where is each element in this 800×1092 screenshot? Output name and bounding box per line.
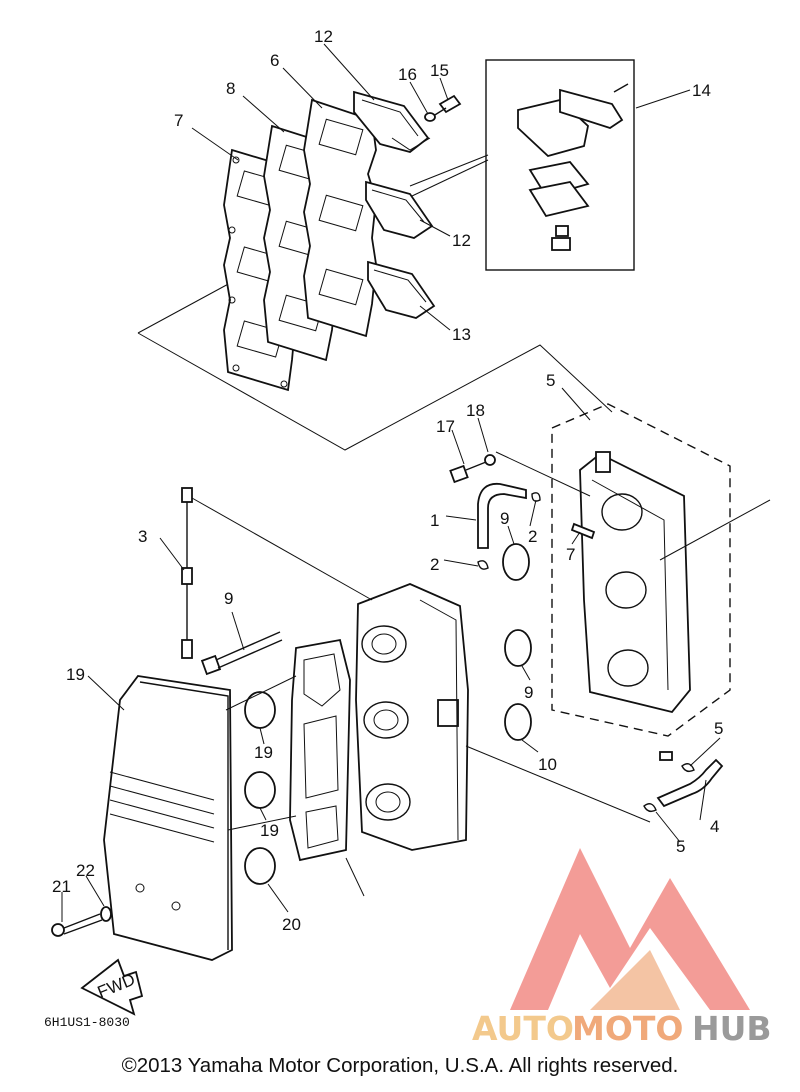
callout-19: 20	[282, 915, 301, 934]
callout-9: 9	[524, 683, 533, 702]
clip-5-lower	[643, 803, 657, 813]
callout-6: 5	[546, 371, 555, 390]
fitting-5	[659, 751, 673, 761]
washer-17	[484, 454, 496, 466]
bolt-8	[200, 631, 283, 676]
screw-20	[51, 913, 103, 937]
callout-20: 21	[52, 877, 71, 896]
callout-7: 7	[566, 545, 575, 564]
callout-12: 12	[452, 231, 471, 250]
link-rod-3	[181, 487, 373, 659]
gasket-9-c	[504, 703, 532, 741]
gasket-10-rear	[303, 98, 377, 338]
gasket-22	[289, 638, 351, 862]
callout-2: 2	[430, 555, 439, 574]
callout-labels: 12 6 8 7 16 15 14 12 13 5 17 18 1 2 2 7 …	[52, 27, 723, 934]
callout-10: 7	[174, 111, 183, 130]
callout-19: 19	[254, 743, 273, 762]
drawing-code: 6H1US1-8030	[44, 1015, 130, 1030]
watermark-moto: MOTO	[572, 1009, 683, 1048]
callout-21: 22	[76, 861, 95, 880]
callout-11: 8	[226, 79, 235, 98]
leader-16-17	[495, 451, 591, 497]
callout-16: 17	[436, 417, 455, 436]
callout-12: 13	[452, 325, 471, 344]
callout-19: 19	[260, 821, 279, 840]
o-ring-19-b	[244, 771, 276, 809]
hose-1	[477, 482, 527, 549]
callout-10: 6	[270, 51, 279, 70]
clip-2-upper	[531, 492, 541, 502]
reed-valve-12-bottom	[367, 260, 436, 319]
reed-valve-12-top	[353, 90, 431, 153]
reed-valve-12-middle	[365, 180, 434, 239]
callout-8: 9	[224, 589, 233, 608]
callout-5: 5	[714, 719, 723, 738]
reed-valve-detail-inset	[409, 59, 635, 271]
o-ring-19-a	[244, 691, 276, 729]
callout-leaders	[61, 43, 721, 922]
callout-9: 10	[538, 755, 557, 774]
copyright-notice: ©2013 Yamaha Motor Corporation, U.S.A. A…	[121, 1054, 679, 1077]
clip-5-upper	[681, 763, 695, 773]
callout-12: 12	[314, 27, 333, 46]
nipple-7	[570, 522, 596, 540]
parts-diagram: FWD 12 6 8	[44, 27, 771, 1030]
clip-2-lower	[477, 560, 489, 570]
callout-9: 9	[500, 509, 509, 528]
leader-carb-hose	[465, 745, 651, 823]
o-ring-19-c	[244, 847, 276, 885]
manifold-dashed-box	[551, 403, 731, 737]
gasket-9-a	[502, 543, 530, 581]
callout-18: 19	[66, 665, 85, 684]
intake-manifold-6	[579, 451, 771, 714]
silencer-18	[103, 675, 297, 961]
callout-14: 15	[430, 61, 449, 80]
callout-3: 3	[138, 527, 147, 546]
gasket-9-b	[504, 629, 532, 667]
fwd-arrow: FWD	[80, 958, 144, 1016]
callout-13: 14	[692, 81, 711, 100]
hose-4	[656, 758, 724, 808]
callout-2: 2	[528, 527, 537, 546]
washer-15	[424, 112, 436, 122]
reed-group-leader	[137, 281, 233, 334]
carburetor-assembly	[355, 583, 469, 851]
automotohub-watermark: AUTO MOTO HUB	[472, 848, 772, 1048]
watermark-logo-mark	[510, 848, 750, 1010]
watermark-auto: AUTO	[472, 1009, 574, 1048]
callout-5: 5	[676, 837, 685, 856]
callout-17: 18	[466, 401, 485, 420]
watermark-hub: HUB	[692, 1009, 772, 1048]
bolt-16	[449, 461, 487, 484]
callout-1: 1	[430, 511, 439, 530]
callout-4: 4	[710, 817, 719, 836]
washer-21	[100, 906, 112, 922]
reed-group-outline	[137, 332, 613, 451]
callout-15: 16	[398, 65, 417, 84]
